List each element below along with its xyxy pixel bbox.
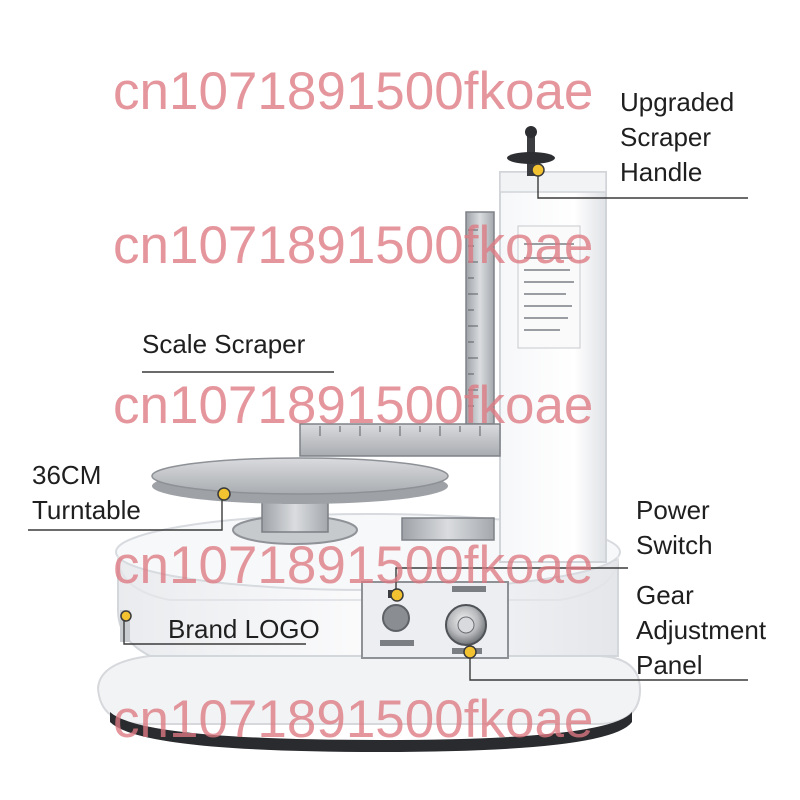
label-line: Turntable [32,495,141,525]
vertical-scale-scraper [465,211,495,425]
turntable-top [151,457,449,495]
instruction-sticker [517,225,581,349]
brand-logo-plate [120,610,130,642]
callout-dots [120,163,545,659]
callout-lines [28,170,748,681]
label-line: Scraper [620,122,712,152]
handle-top-knob [525,126,537,138]
watermark: cn1071891500fkoae [113,690,594,749]
handle-crossbar [507,152,555,164]
vertical-scale-ticks [468,229,478,407]
label-line: Adjustment [636,615,767,645]
body-front-curve [117,555,619,601]
gear-adjustment-panel-label: Gear Adjustment Panel [636,578,766,683]
horizontal-scale-ticks [319,426,481,436]
label-line: Gear [636,580,694,610]
base-rubber-foot [110,712,632,752]
watermark: cn1071891500fkoae [113,536,594,595]
label-line: Brand LOGO [168,614,320,644]
brand-logo-label: Brand LOGO [168,612,320,647]
label-line: Switch [636,530,713,560]
label-line: Power [636,495,710,525]
logo-callout-dot [120,610,132,622]
turntable-callout-dot [217,487,231,501]
watermark: cn1071891500fkoae [113,216,594,275]
power-switch-knob [382,604,410,632]
spindle-hub [261,499,329,533]
column-top-cap [499,171,607,193]
power-switch-callout-dot [390,588,404,602]
panel-label-left [380,640,414,646]
sticker-text-lines [524,243,574,331]
scale-scraper-label: Scale Scraper [142,327,305,362]
label-line: Upgraded [620,87,735,117]
label-line: Handle [620,157,703,187]
handle-callout-dot [531,163,545,177]
gear-panel-callout-dot [463,645,477,659]
watermark: cn1071891500fkoae [113,376,594,435]
horizontal-scale-scraper [299,423,501,457]
gear-knob-center [457,616,475,634]
panel-label-top [452,586,486,592]
scraper-slide-block [401,517,495,541]
label-line: 36CM [32,460,102,490]
power-switch-label: Power Switch [636,493,713,563]
upgraded-handle-label: Upgraded Scraper Handle [620,85,734,190]
turntable-label: 36CM Turntable [32,458,141,528]
label-line: Panel [636,650,703,680]
watermark: cn1071891500fkoae [113,62,594,121]
label-line: Scale Scraper [142,329,306,359]
